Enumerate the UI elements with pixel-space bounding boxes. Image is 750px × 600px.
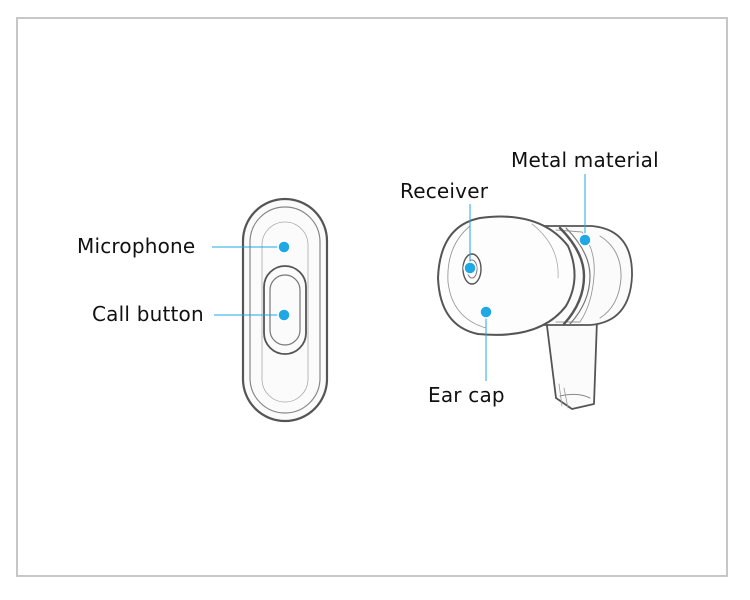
leader-lines xyxy=(212,174,586,381)
receiver-label: Receiver xyxy=(400,179,489,203)
microphone-label: Microphone xyxy=(77,234,196,258)
markers xyxy=(277,233,592,322)
call-button-marker xyxy=(277,308,291,322)
ear-cap-label: Ear cap xyxy=(428,383,505,407)
metal-material-label: Metal material xyxy=(511,148,659,172)
receiver-marker xyxy=(463,261,477,275)
microphone-marker xyxy=(277,240,291,254)
earbud xyxy=(437,215,633,410)
ear-cap-marker xyxy=(479,305,493,319)
call-button-label: Call button xyxy=(92,302,204,326)
metal-material-marker xyxy=(578,233,592,247)
